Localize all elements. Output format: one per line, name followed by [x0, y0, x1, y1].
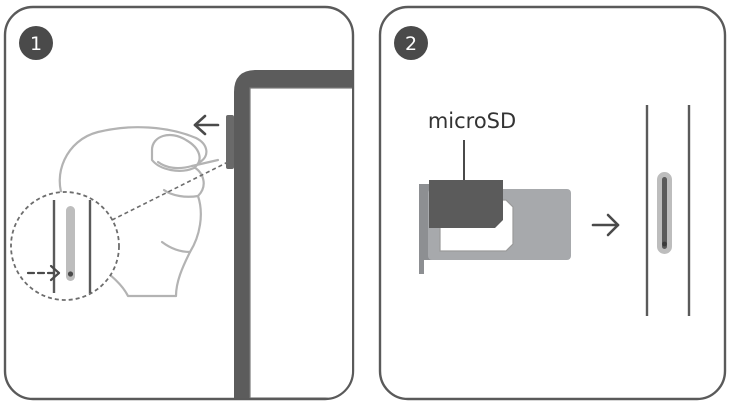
panel-step-1: 1	[3, 5, 355, 401]
zoom-slot	[66, 206, 75, 281]
step-1-badge: 1	[19, 26, 53, 60]
sim-tray-edge	[226, 115, 234, 169]
device-screen	[249, 87, 352, 398]
panel-step-2: 2 microSD	[378, 5, 727, 401]
step-1-number: 1	[30, 33, 42, 55]
step-2-badge: 2	[394, 26, 428, 60]
eject-pin-hole	[67, 271, 74, 277]
zoom-connector-line	[111, 161, 229, 221]
step-2-number: 2	[405, 33, 417, 55]
slot-pin-hole	[662, 241, 667, 247]
tray-slot-inner	[662, 177, 667, 249]
device-edge-view	[645, 105, 691, 316]
zoom-circle	[10, 191, 120, 301]
microsd-label: microSD	[428, 109, 516, 133]
insert-right-arrow-icon	[591, 213, 620, 237]
push-right-dashed-arrow-icon	[26, 264, 61, 282]
device-body	[234, 70, 352, 398]
microsd-card	[429, 180, 503, 228]
zoom-detail	[10, 161, 229, 301]
sim-sd-tray	[419, 180, 571, 274]
pull-left-arrow-icon	[193, 114, 220, 136]
